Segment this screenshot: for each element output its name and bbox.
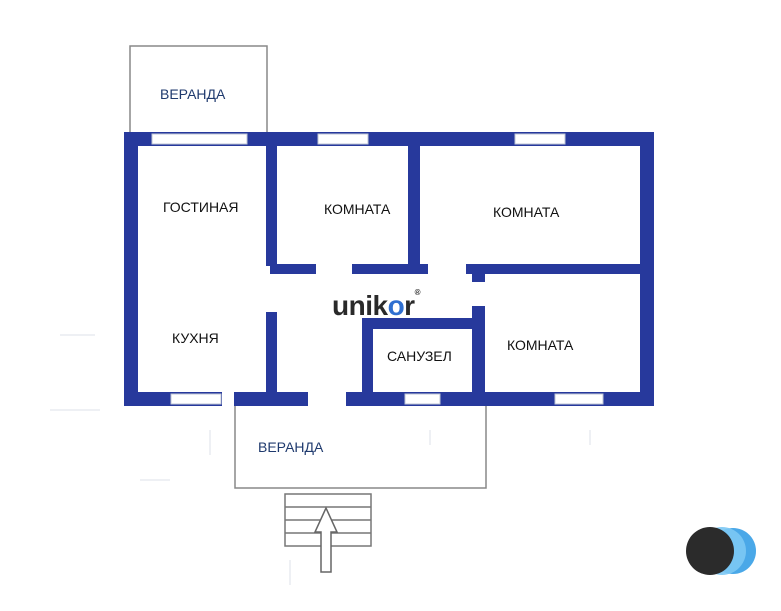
brand-badge-icon (686, 527, 756, 575)
logo-text-part2: o (387, 290, 405, 321)
background-ghost-lines (50, 334, 591, 585)
veranda-top-label: ВЕРАНДА (160, 86, 226, 102)
windows (151, 133, 604, 405)
entrance-arrow-icon (313, 506, 339, 573)
room-1-label: КОМНАТА (324, 201, 391, 217)
bathroom-label: САНУЗЕЛ (387, 348, 452, 364)
logo-text-part1: unik (332, 290, 388, 321)
logo-text-part3: r (404, 290, 415, 321)
veranda-bottom-outline (234, 405, 487, 489)
room-2-label: КОМНАТА (493, 204, 560, 220)
veranda-bottom-label: ВЕРАНДА (258, 439, 324, 455)
room-3-label: КОМНАТА (507, 337, 574, 353)
brand-logo: unikor® (332, 288, 421, 322)
walls (124, 132, 654, 406)
logo-registered-mark: ® (414, 288, 421, 297)
room-living-label: ГОСТИНАЯ (163, 199, 239, 215)
room-kitchen-label: КУХНЯ (172, 330, 219, 346)
doorways (222, 390, 346, 408)
